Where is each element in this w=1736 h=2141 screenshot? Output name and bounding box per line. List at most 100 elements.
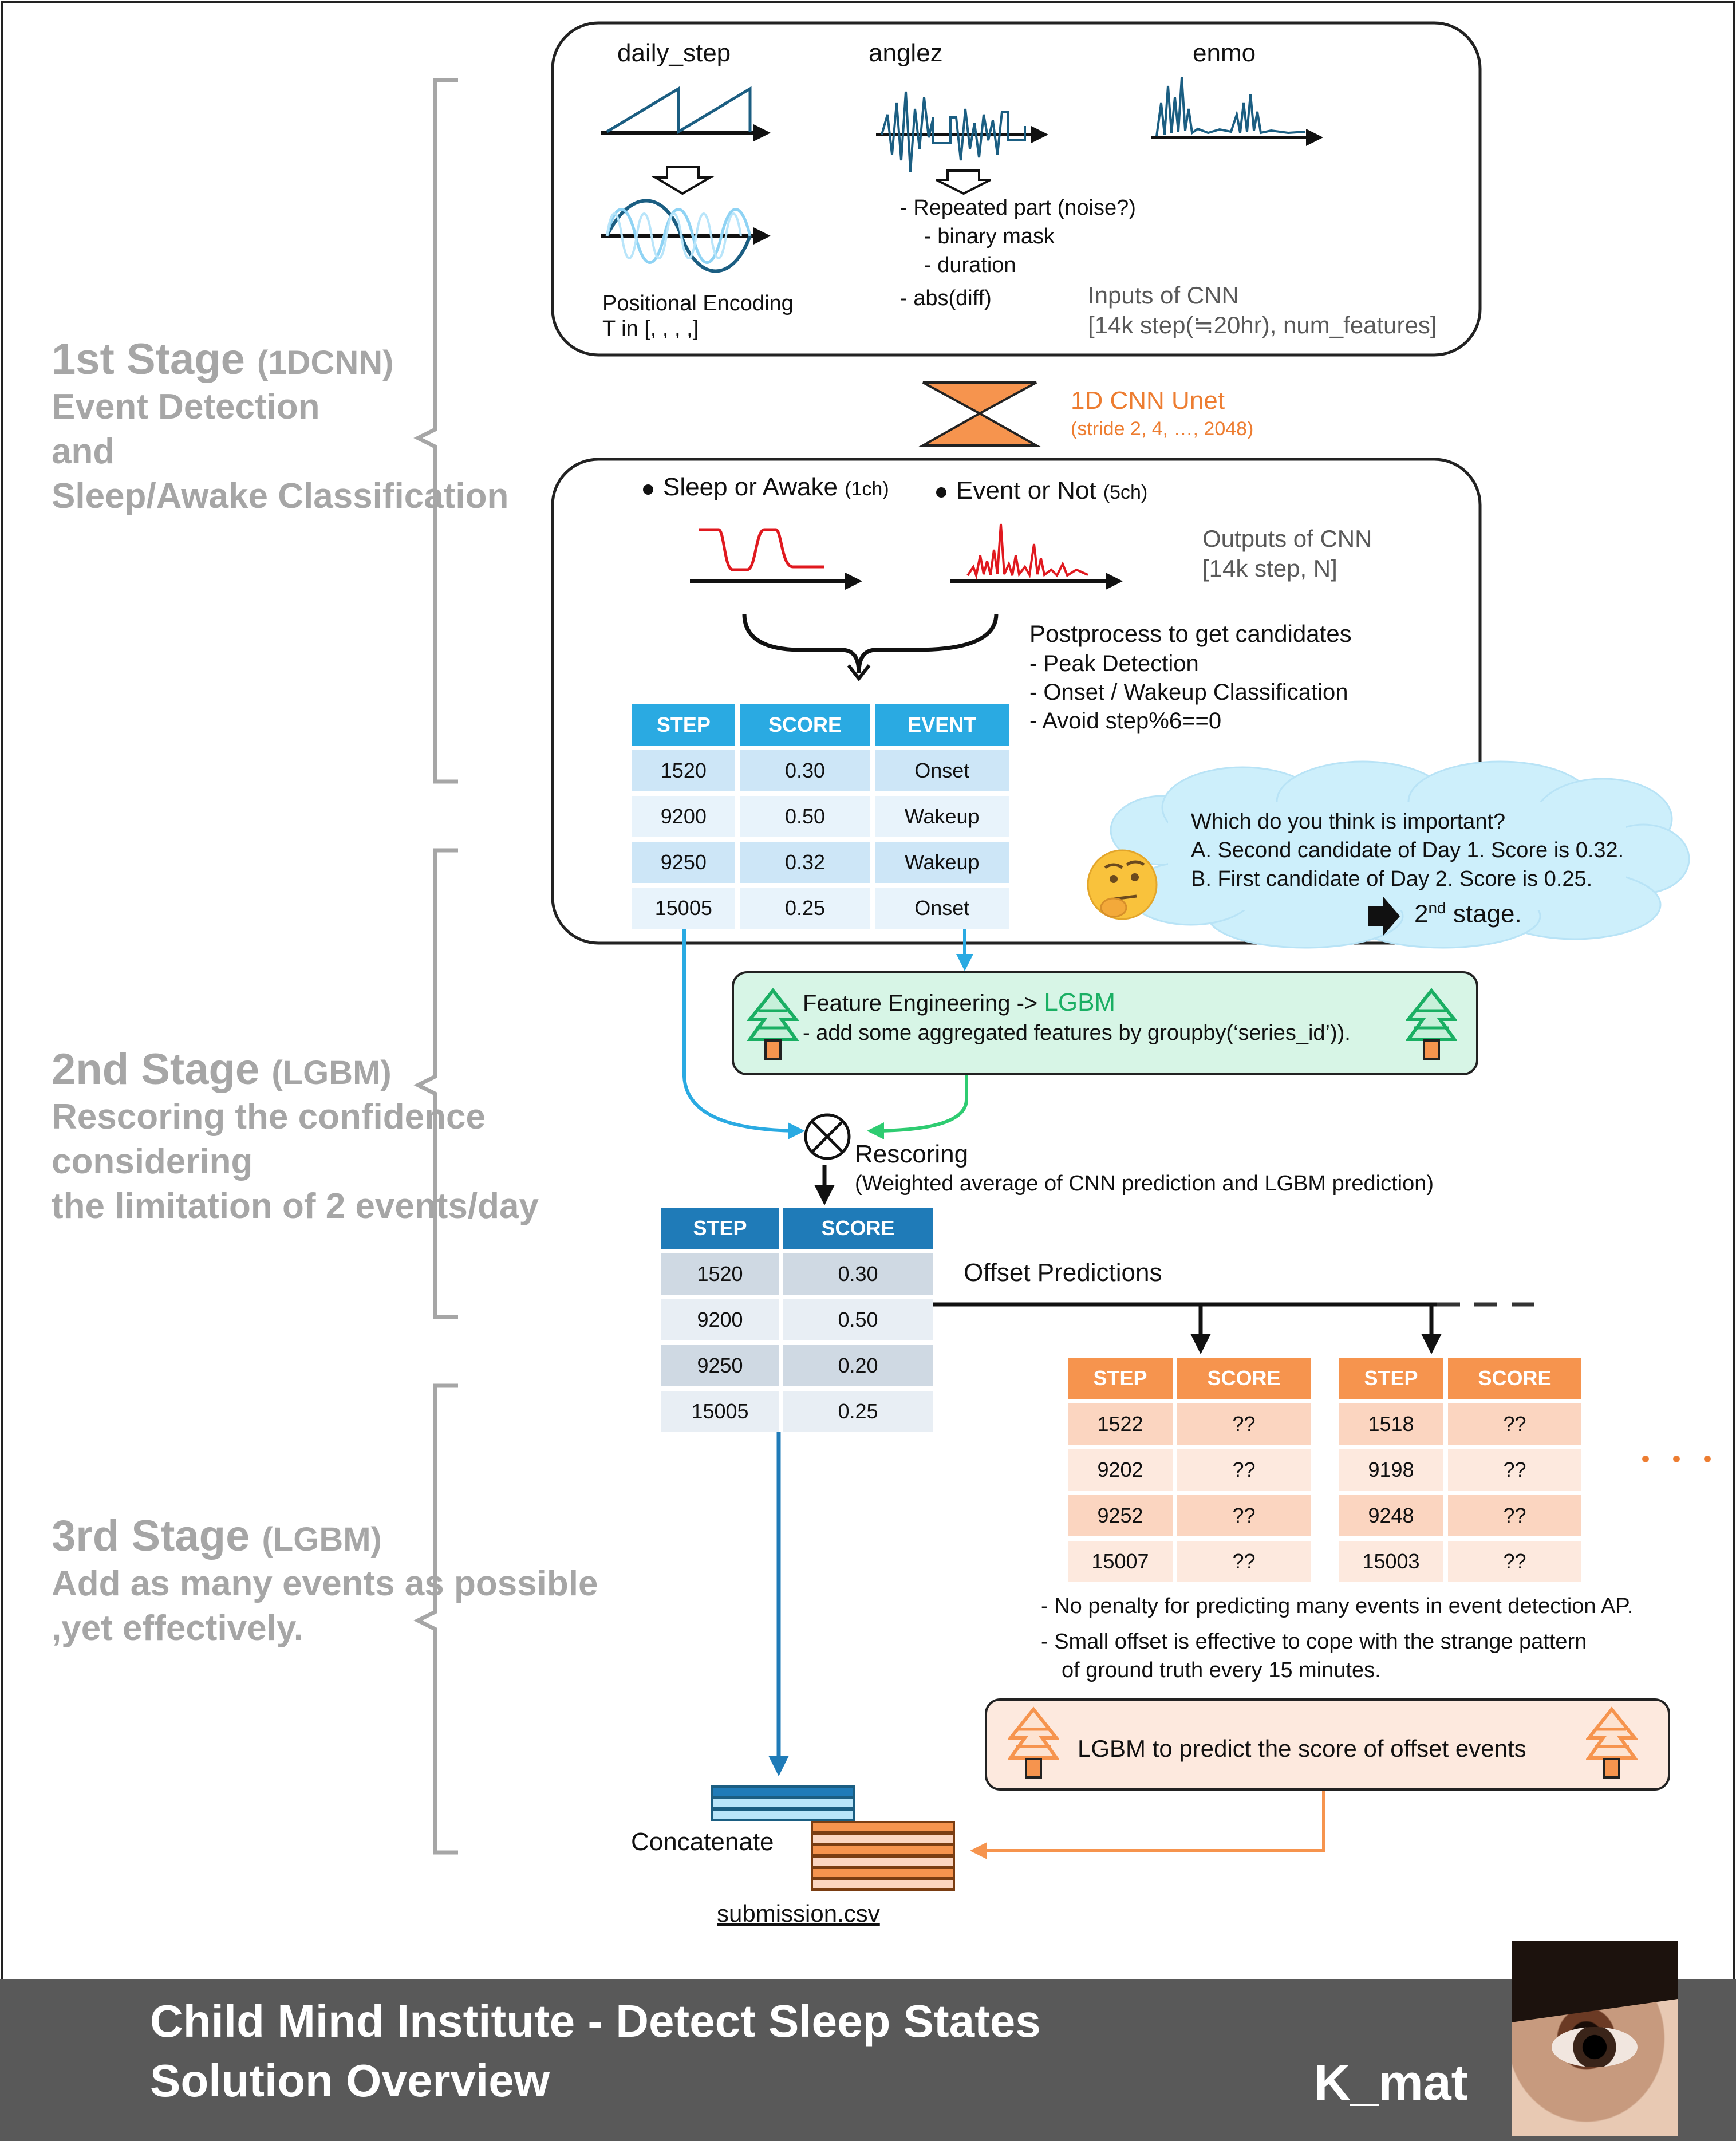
- avatar-hair: [1512, 1941, 1678, 2023]
- bubble-stage-text: stage.: [1446, 900, 1522, 928]
- input-label-daily-step: daily_step: [617, 39, 731, 67]
- thinking-face-icon: [1087, 849, 1158, 920]
- offset-table-1: STEP SCORE 1522?? 9202?? 9252?? 15007??: [1063, 1353, 1315, 1587]
- table-cell: ??: [1177, 1449, 1311, 1491]
- down-hollow-arrow-2: [936, 169, 991, 195]
- concat-orange-stack: [811, 1821, 955, 1891]
- table-row: 9198??: [1339, 1449, 1581, 1491]
- table-cell: 15005: [632, 888, 735, 929]
- offset2-header-score: SCORE: [1447, 1358, 1581, 1399]
- table-cell: 0.20: [783, 1345, 933, 1386]
- offset-lgbm-box: [985, 1698, 1670, 1791]
- positional-encoding-plot: [601, 199, 771, 273]
- sleep-awake-label: Sleep or Awake (1ch): [663, 473, 889, 502]
- footer-title: Child Mind Institute - Detect Sleep Stat…: [150, 1992, 1041, 2111]
- table-cell: ??: [1447, 1541, 1581, 1582]
- rescoring-title: Rescoring: [855, 1140, 969, 1168]
- event-channels: (5ch): [1103, 482, 1148, 503]
- table-cell: 15007: [1068, 1541, 1173, 1582]
- table-cell: 9200: [632, 796, 735, 837]
- event-text: Event or Not: [956, 476, 1096, 504]
- table-row: 15007??: [1068, 1541, 1311, 1582]
- footer-title-line1: Child Mind Institute - Detect Sleep Stat…: [150, 1996, 1041, 2047]
- orange-arrow-to-concat: [970, 1791, 1325, 1859]
- table-cell: 9198: [1339, 1449, 1443, 1491]
- table-cell: Onset: [875, 888, 1009, 929]
- table-cell: 0.30: [739, 750, 871, 791]
- table-cell: 0.50: [739, 796, 871, 837]
- table-row: 9248??: [1339, 1495, 1581, 1536]
- stage1-heading: 1st Stage (1DCNN) Event Detection and Sl…: [52, 338, 508, 519]
- offset-note: of ground truth every 15 minutes.: [1062, 1658, 1381, 1682]
- offset-table-2: STEP SCORE 1518?? 9198?? 9248?? 15003??: [1334, 1353, 1586, 1587]
- fe-lgbm: LGBM: [1044, 988, 1116, 1016]
- offset1-header-score: SCORE: [1177, 1358, 1311, 1399]
- table-cell: ??: [1177, 1403, 1311, 1445]
- postprocess-title: Postprocess to get candidates: [1029, 620, 1352, 647]
- table-cell: 9202: [1068, 1449, 1173, 1491]
- bubble-text: Which do you think is important? A. Seco…: [1191, 807, 1624, 893]
- stage1-desc-line: Event Detection: [52, 387, 320, 427]
- anglez-notes: - Repeated part (noise?) - binary mask -…: [900, 194, 1136, 313]
- concat-blue-stack: [711, 1785, 855, 1821]
- input-label-anglez: anglez: [869, 39, 943, 67]
- tree-icon-orange-right: [1585, 1706, 1639, 1781]
- stage3-title: 3rd Stage: [52, 1512, 250, 1560]
- table-row: 1518??: [1339, 1403, 1581, 1445]
- merge-curly-bracket: [742, 613, 999, 673]
- merge-arrow-head: [847, 664, 871, 681]
- offset-note: - Small offset is effective to cope with…: [1041, 1630, 1587, 1654]
- cnn-stride: (stride 2, 4, …, 2048): [1071, 418, 1254, 440]
- table-cell: 1520: [632, 750, 735, 791]
- rescore-otimes-icon: [804, 1113, 851, 1160]
- author-avatar: [1512, 1941, 1678, 2136]
- table-cell: 1520: [661, 1253, 779, 1295]
- table-row: 1522??: [1068, 1403, 1311, 1445]
- postprocess-item: - Onset / Wakeup Classification: [1029, 680, 1348, 705]
- bubble-stage-number: 2: [1414, 900, 1429, 928]
- table-cell: 1518: [1339, 1403, 1443, 1445]
- fe-title: Feature Engineering ->: [803, 991, 1044, 1016]
- table-cell: 1522: [1068, 1403, 1173, 1445]
- table-cell: 0.25: [739, 888, 871, 929]
- table-cell: Onset: [875, 750, 1009, 791]
- stage2-heading: 2nd Stage (LGBM) Rescoring the confidenc…: [52, 1048, 539, 1229]
- table-cell: 0.30: [783, 1253, 933, 1295]
- green-arrow-to-rescore: [867, 1075, 968, 1139]
- table-cell: ??: [1447, 1495, 1581, 1536]
- inputs-caption: Inputs of CNN [14k step(≒20hr), num_feat…: [1088, 281, 1437, 340]
- stage1-title: 1st Stage: [52, 335, 245, 384]
- fe-text: Feature Engineering -> LGBM - add some a…: [803, 988, 1351, 1048]
- cnn-unet-hourglass: [918, 381, 1041, 447]
- event-plot: [950, 523, 1123, 590]
- table-cell: 0.32: [739, 842, 871, 883]
- footer-title-line2: Solution Overview: [150, 2055, 550, 2106]
- anglez-note: - Repeated part (noise?): [900, 196, 1136, 220]
- stage2-desc-line: considering: [52, 1142, 253, 1181]
- stage2-model: (LGBM): [271, 1054, 392, 1091]
- anglez-note: - duration: [924, 253, 1016, 277]
- pos-enc-range: T in [, , , ,]: [602, 317, 699, 341]
- enmo-plot: [1151, 77, 1323, 146]
- inputs-caption-line: Inputs of CNN: [1088, 282, 1239, 309]
- footer-bar: Child Mind Institute - Detect Sleep Stat…: [0, 1979, 1736, 2141]
- table-cell: 9200: [661, 1299, 779, 1340]
- down-hollow-arrow-1: [651, 166, 715, 195]
- table-cell: Wakeup: [875, 842, 1009, 883]
- positional-encoding-caption: Positional Encoding T in [, , , ,]: [602, 289, 794, 343]
- submission-file: submission.csv: [717, 1900, 880, 1927]
- candidates-header-step: STEP: [632, 704, 735, 746]
- table-cell: 9250: [661, 1345, 779, 1386]
- bullet-dot-2: [936, 487, 946, 498]
- table-row: 15003??: [1339, 1541, 1581, 1582]
- avatar-eye: [1552, 2027, 1638, 2067]
- daily-step-plot: [601, 86, 771, 141]
- table-cell: ??: [1447, 1449, 1581, 1491]
- sleep-awake-text: Sleep or Awake: [663, 473, 838, 501]
